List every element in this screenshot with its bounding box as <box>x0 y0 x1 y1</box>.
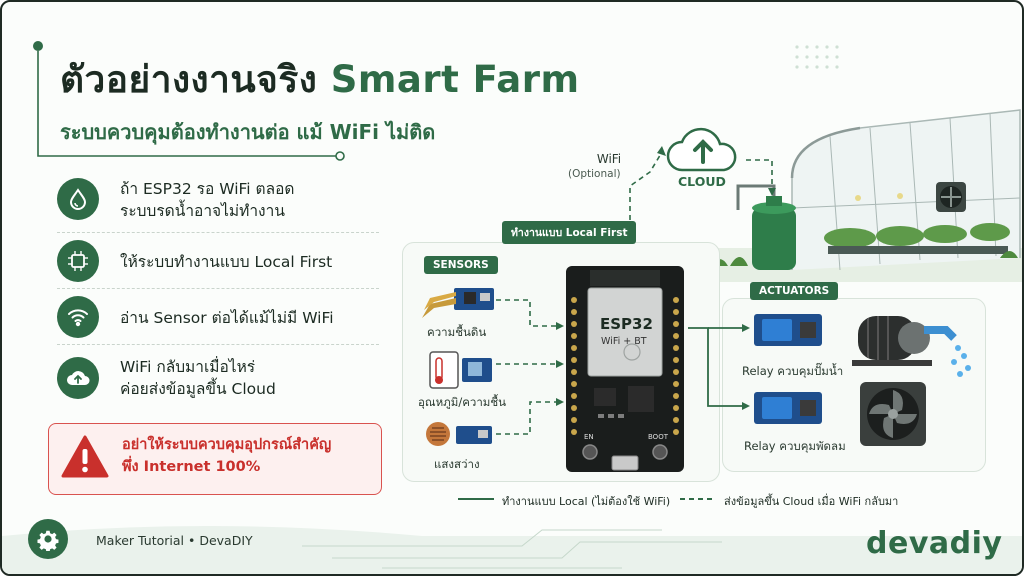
page-subtitle: ระบบควบคุมต้องทำงานต่อ แม้ WiFi ไม่ติด <box>60 120 436 144</box>
legend-dashed-text: ส่งข้อมูลขึ้น Cloud เมื่อ WiFi กลับมา <box>724 495 899 508</box>
feature-1-text: ถ้า ESP32 รอ WiFi ตลอดระบบรดน้ำอาจไม่ทำง… <box>120 180 295 220</box>
decorative-dots <box>795 45 839 69</box>
warning-text: อย่าให้ระบบควบคุมอุปกรณ์สำคัญพึ่ง Intern… <box>122 437 332 475</box>
footer-credit: Maker Tutorial • DevaDIY <box>96 533 253 548</box>
cloud-upload-icon <box>57 357 99 399</box>
footer-decoration <box>2 526 1022 574</box>
brand-logo: devadiy <box>866 526 1003 561</box>
feature-2-text: ให้ระบบทำงานแบบ Local First <box>120 253 333 271</box>
legend-solid-line <box>458 498 494 500</box>
relay-module-icon <box>754 392 822 424</box>
local-first-tag: ทำงานแบบ Local First <box>502 221 637 244</box>
relay-module-icon <box>754 314 822 346</box>
board-name: ESP32 <box>600 315 653 333</box>
sensor-label-temp: อุณหภูมิ/ความชื้น <box>418 395 507 409</box>
board-boot-label: BOOT <box>648 433 668 441</box>
actuator-label-pump: Relay ควบคุมปั๊มน้ำ <box>742 364 844 378</box>
board-sub: WiFi + BT <box>601 336 647 347</box>
esp32-board <box>566 266 684 472</box>
cloud-label: CLOUD <box>678 174 726 189</box>
soil-moisture-sensor-icon <box>422 288 494 318</box>
light-sensor-icon <box>426 422 492 446</box>
feature-3-text: อ่าน Sensor ต่อได้แม้ไม่มี WiFi <box>120 309 334 327</box>
chip-icon <box>57 240 99 282</box>
page-title: ตัวอย่างงานจริง Smart Farm <box>60 58 580 101</box>
sensor-label-light: แสงสว่าง <box>434 457 480 471</box>
legend-dashed-line <box>680 498 716 500</box>
feature-4-text: WiFi กลับมาเมื่อไหร่ค่อยส่งข้อมูลขึ้น Cl… <box>120 358 276 398</box>
sensor-label-soil: ความชื้นดิน <box>427 325 487 339</box>
legend-solid-text: ทำงานแบบ Local (ไม่ต้องใช้ WiFi) <box>502 495 671 508</box>
gear-icon <box>28 519 68 559</box>
fan-icon <box>860 382 926 446</box>
actuator-label-fan: Relay ควบคุมพัดลม <box>744 439 846 453</box>
temperature-humidity-sensor-icon <box>429 351 492 389</box>
warning-triangle-icon <box>61 435 109 478</box>
actuators-tag: ACTUATORS <box>750 282 839 300</box>
board-en-label: EN <box>584 433 594 441</box>
sensors-tag: SENSORS <box>424 256 498 274</box>
greenhouse-illustration <box>710 109 1022 282</box>
warning-box <box>48 423 382 495</box>
wifi-note: (Optional) <box>568 168 621 180</box>
divider <box>57 232 379 234</box>
divider <box>57 344 379 346</box>
title-bracket <box>33 41 345 161</box>
water-drop-icon <box>57 178 99 220</box>
wifi-label: WiFi <box>596 152 622 166</box>
wifi-icon <box>57 296 99 338</box>
divider <box>57 288 379 290</box>
water-pump-icon <box>852 316 971 377</box>
cloud-icon <box>666 127 737 172</box>
